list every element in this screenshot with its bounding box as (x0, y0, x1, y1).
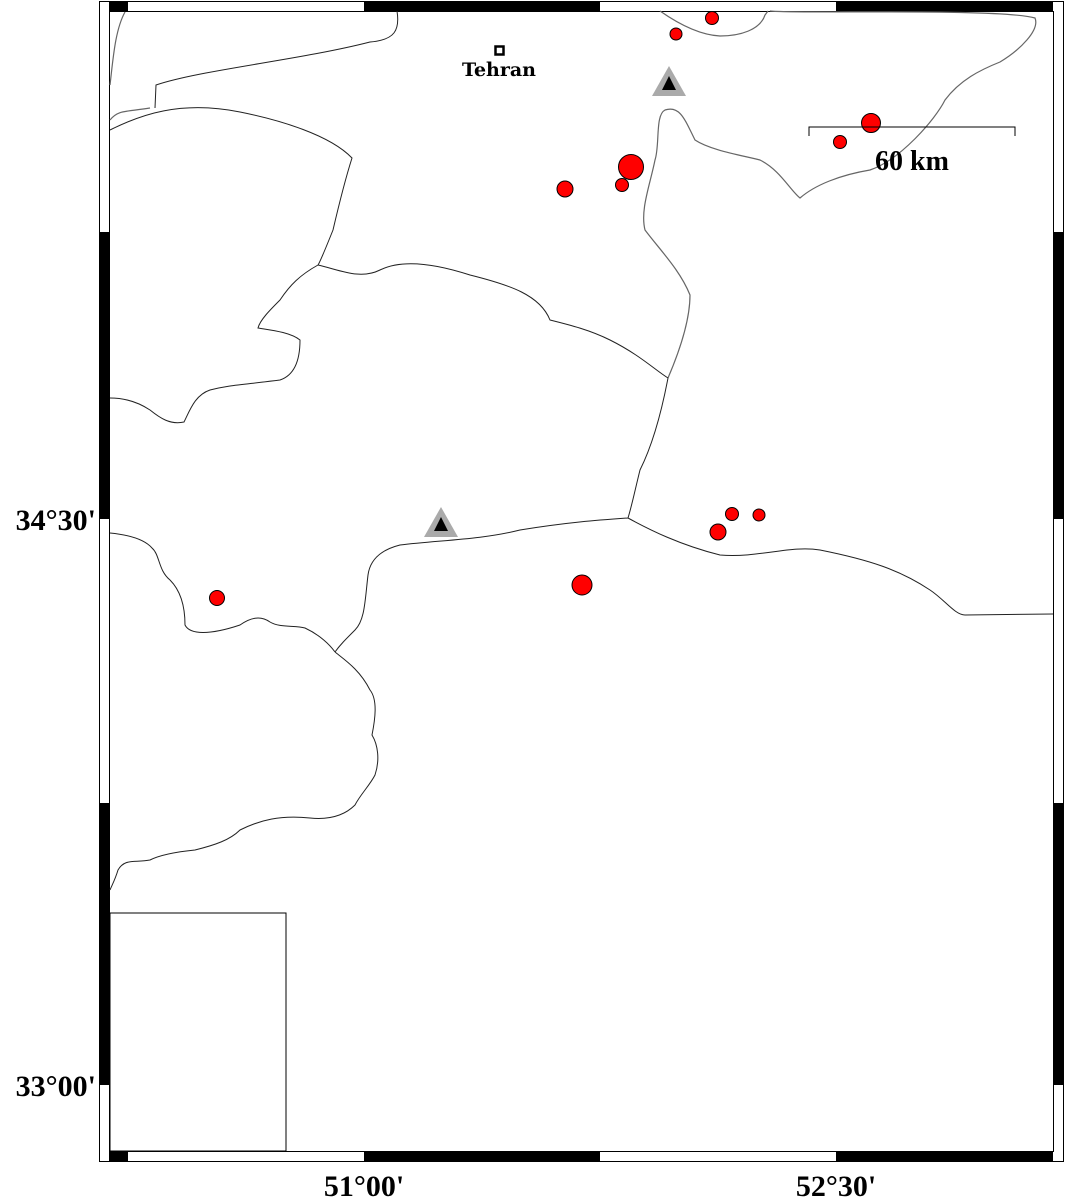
event-marker[interactable] (709, 523, 727, 541)
lon-label: 51°00' (324, 1170, 404, 1199)
event-marker[interactable] (615, 178, 629, 192)
lat-label: 33°00' (16, 1070, 96, 1103)
city-square-icon (494, 45, 505, 56)
city-marker-tehran: Tehran (462, 45, 536, 81)
event-marker[interactable] (556, 180, 574, 198)
scale-bar-label: 60 km (875, 146, 949, 177)
map-frame (99, 1, 1064, 1162)
city-label: Tehran (462, 59, 536, 81)
event-marker[interactable] (209, 590, 225, 606)
event-marker[interactable] (752, 508, 766, 522)
event-marker[interactable] (725, 507, 739, 521)
seismic-station[interactable] (652, 66, 686, 96)
earthquake-events (209, 11, 881, 606)
event-marker[interactable] (833, 135, 847, 149)
lon-label: 52°30' (796, 1170, 876, 1199)
seismic-station[interactable] (424, 507, 458, 537)
province-borders (109, 10, 1054, 1152)
event-marker[interactable] (669, 27, 683, 41)
scale-bar: 60 km (808, 126, 1016, 177)
lat-label: 34°30' (16, 504, 96, 537)
event-marker[interactable] (705, 11, 719, 25)
event-marker[interactable] (571, 574, 593, 596)
event-marker[interactable] (618, 154, 644, 180)
coastline (109, 10, 1037, 379)
event-marker[interactable] (861, 113, 881, 133)
